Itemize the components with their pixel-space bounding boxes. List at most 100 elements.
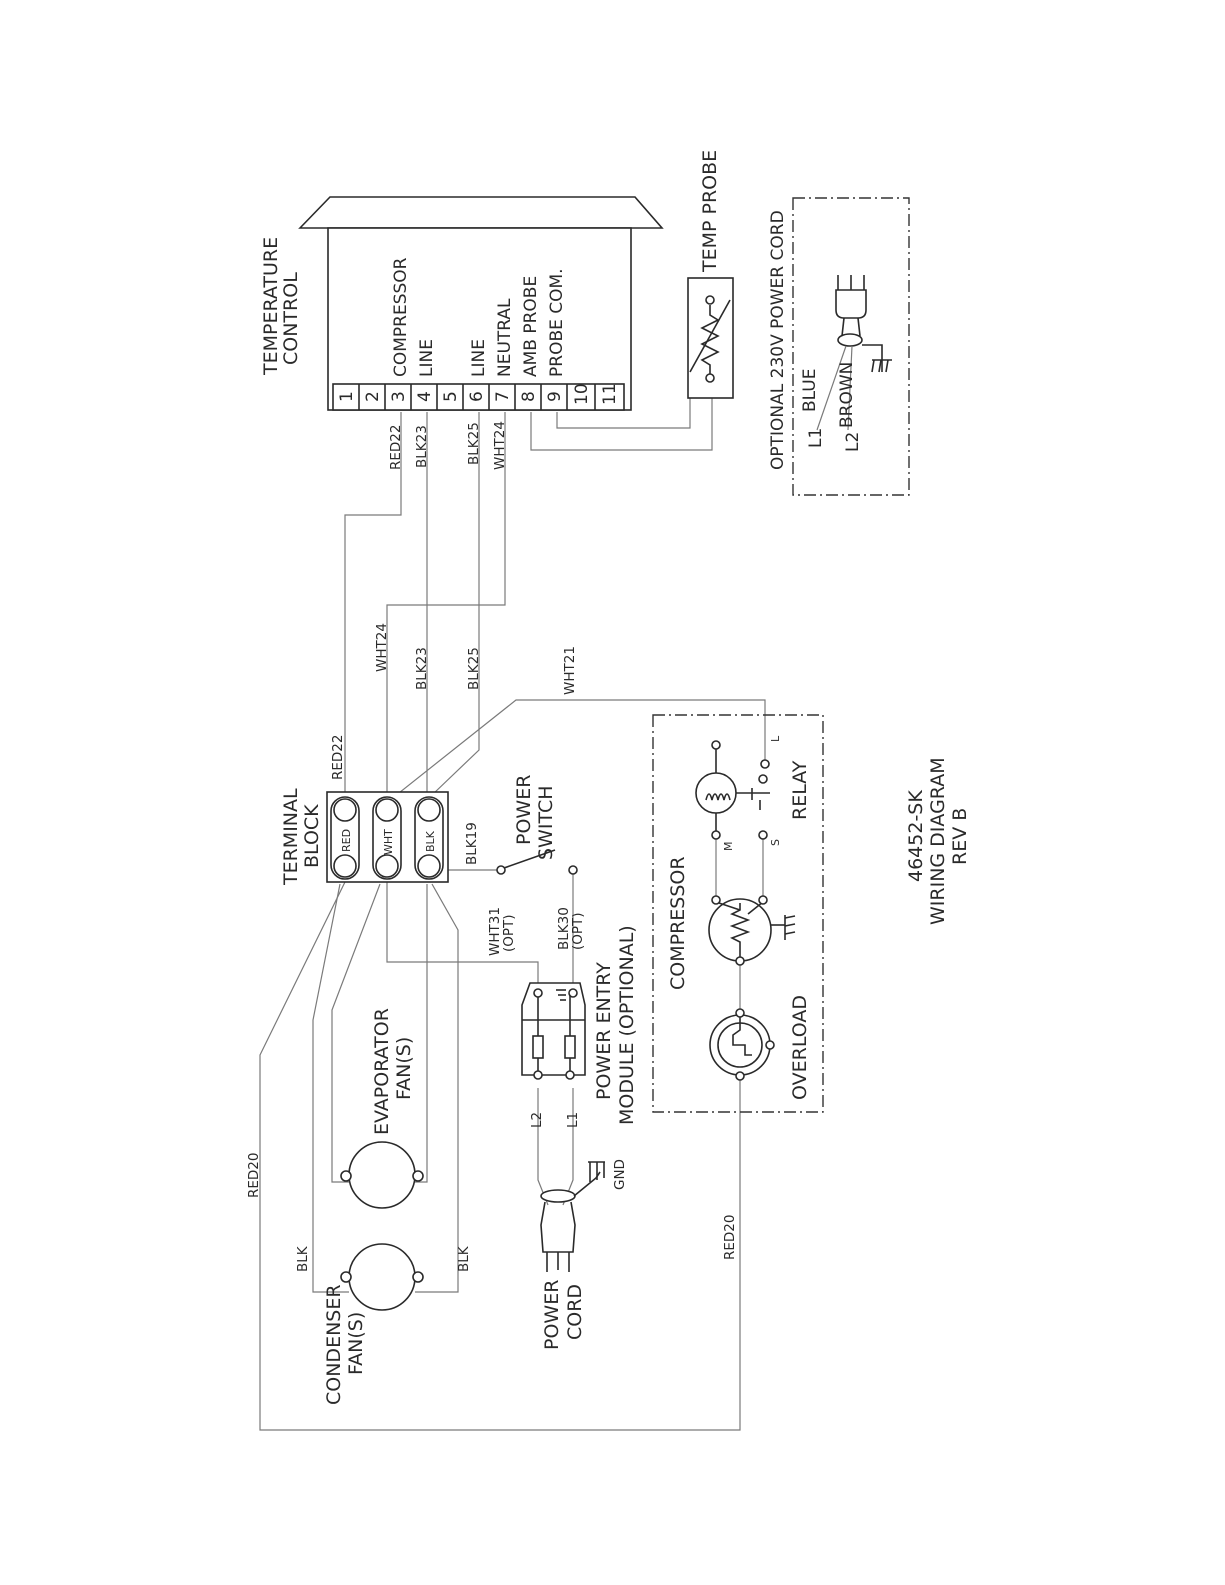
wire-label: BLK25 xyxy=(466,647,482,690)
wire-label: BLK25 xyxy=(466,422,482,465)
optional-cord-label: OPTIONAL 230V POWER CORD xyxy=(768,210,788,470)
ground-icon xyxy=(770,915,796,940)
evaporator-label-1: EVAPORATOR xyxy=(371,1008,393,1135)
terminal-dot xyxy=(533,1070,543,1080)
wire-label: BLK30 xyxy=(556,907,572,950)
ground-icon xyxy=(588,1161,605,1182)
wire-label: BLK xyxy=(456,1245,472,1272)
wire-evap-right xyxy=(415,884,428,1183)
wire-labels: RED22 BLK23 BLK25 WHT24 WHT24 BLK23 BLK2… xyxy=(246,421,738,1272)
terminal-number: 11 xyxy=(600,383,620,405)
terminal-dot xyxy=(340,1271,352,1283)
wiring xyxy=(259,297,766,1431)
relay-coil-icon xyxy=(695,772,737,814)
ground-icon xyxy=(556,989,566,1001)
wire-label: WHT21 xyxy=(562,646,578,695)
terminal-label-compressor: COMPRESSOR xyxy=(391,257,411,377)
evaporator-fan: EVAPORATOR FAN(S) xyxy=(340,1008,424,1209)
wire-wht24 xyxy=(386,412,506,805)
pem-l1-label: L1 xyxy=(565,1112,581,1128)
drawing-number: 46452-SK xyxy=(905,790,927,882)
terminal-label-amb-probe: AMB PROBE xyxy=(521,276,541,377)
l2-color: BROWN xyxy=(837,362,857,428)
relay: M S L RELAY xyxy=(695,735,811,852)
terminal-dot xyxy=(340,1170,352,1182)
power-switch-label-1: POWER xyxy=(513,775,535,845)
terminal-block: RED WHT BLK TERMINAL BLOCK xyxy=(280,788,449,886)
wire-label: WHT24 xyxy=(374,623,390,672)
wire-wht31 xyxy=(386,880,539,988)
terminal-dot xyxy=(412,1170,424,1182)
terminal-dot xyxy=(711,740,721,750)
terminal-dot xyxy=(711,830,721,840)
terminal-number: 8 xyxy=(519,391,539,402)
power-entry-label-2: MODULE (OPTIONAL) xyxy=(616,925,638,1125)
wire-wht21 xyxy=(379,699,766,809)
temperature-control-body xyxy=(327,227,632,411)
terminal-label-neutral: NEUTRAL xyxy=(495,298,515,377)
wire-red22 xyxy=(344,412,402,795)
terminal-strip xyxy=(332,383,625,411)
relay-l-label: L xyxy=(769,735,782,742)
fuse-icon xyxy=(564,1035,576,1059)
wire-blk25 xyxy=(431,412,480,796)
relay-m-label: M xyxy=(722,842,735,852)
terminal-dot xyxy=(568,988,578,998)
pem-l2-label: L2 xyxy=(529,1112,545,1128)
terminal-dot xyxy=(711,895,721,905)
power-switch-label-2: SWITCH xyxy=(535,786,557,861)
wire-label: BLK xyxy=(295,1245,311,1272)
terminal-dot xyxy=(705,295,715,305)
terminal-label-line-4: LINE xyxy=(417,339,437,377)
overload: OVERLOAD xyxy=(709,995,811,1100)
condenser-label-2: FAN(S) xyxy=(345,1312,367,1375)
wire-condenser-blk-left xyxy=(312,883,349,1293)
terminal-number: 1 xyxy=(337,391,357,402)
condenser-fan: CONDENSER FAN(S) xyxy=(323,1243,424,1405)
drawing-title: WIRING DIAGRAM xyxy=(927,757,949,925)
terminal-dot xyxy=(735,956,745,966)
terminal-dot xyxy=(735,1008,745,1018)
switch-contact xyxy=(568,865,578,875)
terminal-block-label-2: BLOCK xyxy=(301,804,323,868)
wire-condenser-blk-right xyxy=(415,883,459,1293)
optional-230v-cord: OPTIONAL 230V POWER CORD L1 BLUE L2 BROW… xyxy=(768,197,910,496)
terminal-number: 9 xyxy=(545,391,565,402)
slot-label-red: RED xyxy=(340,829,353,852)
terminal-dot xyxy=(735,1071,745,1081)
diagram-title: 46452-SK WIRING DIAGRAM REV B xyxy=(905,757,971,925)
fuse-icon xyxy=(532,1035,544,1059)
compressor-assembly: M S L RELAY COMPRESSOR xyxy=(652,714,824,1113)
switch-contact xyxy=(496,865,506,875)
relay-label: RELAY xyxy=(789,760,811,820)
terminal-dot xyxy=(758,774,768,784)
relay-s-label: S xyxy=(769,839,782,846)
terminal-dot xyxy=(565,1070,575,1080)
power-entry-label-1: POWER ENTRY xyxy=(593,962,615,1100)
temp-probe: TEMP PROBE xyxy=(687,150,734,399)
terminal-number: 3 xyxy=(389,391,409,402)
temperature-control: 1 2 3 4 5 6 7 8 9 10 11 COMPRESSOR LINE … xyxy=(260,196,664,411)
temperature-control-label-1: TEMPERATURE xyxy=(260,237,282,376)
terminal-dot xyxy=(758,895,768,905)
terminal-dividers xyxy=(358,384,596,410)
compressor-box xyxy=(652,714,824,1113)
terminal-dot xyxy=(765,1040,775,1050)
terminal-dot xyxy=(705,373,715,383)
wire-label: BLK19 xyxy=(464,822,480,865)
optional-cord-box xyxy=(792,197,910,496)
temp-probe-label: TEMP PROBE xyxy=(699,150,721,273)
terminal-number: 5 xyxy=(441,391,461,402)
switch-lever xyxy=(503,849,556,869)
temperature-control-bezel xyxy=(298,196,664,229)
plug-icon xyxy=(540,1201,576,1253)
l1-label: L1 xyxy=(806,428,826,448)
temperature-control-label-2: CONTROL xyxy=(280,272,302,365)
terminal-dot xyxy=(533,988,543,998)
wire-label: RED22 xyxy=(388,425,404,470)
drawing-revision: REV B xyxy=(949,808,971,865)
thermistor-arrow xyxy=(689,299,731,373)
wire-evap-left xyxy=(331,883,381,1183)
terminal-dot xyxy=(412,1271,424,1283)
